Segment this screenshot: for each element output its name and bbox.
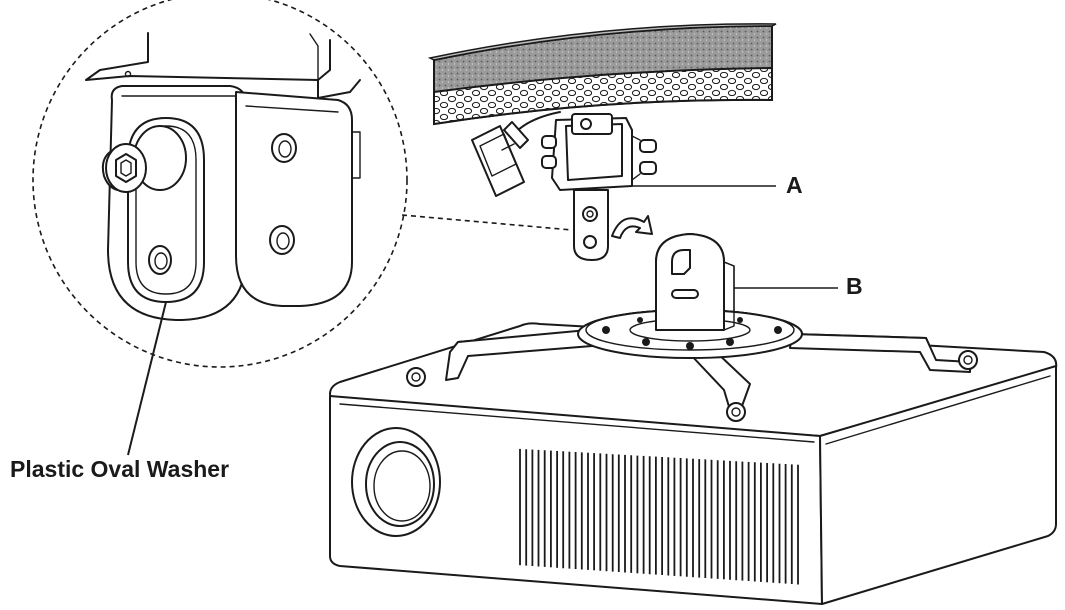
label-plastic-oval-washer: Plastic Oval Washer [10, 456, 229, 482]
detail-bracket-plate [101, 85, 247, 321]
label-a: A [786, 172, 803, 198]
ceiling-bracket-a [471, 111, 657, 261]
zoom-detail [32, 0, 573, 456]
hex-bolt [101, 125, 187, 193]
detail-top-bracket [85, 32, 361, 99]
zoom-circle [32, 0, 408, 368]
detail-rear-plate [235, 91, 361, 307]
label-b: B [846, 273, 863, 299]
zoom-connector [401, 214, 573, 231]
washer-leader [127, 301, 167, 456]
projector [329, 233, 1058, 605]
projector-lens [351, 427, 441, 537]
projector-vent [519, 448, 799, 585]
ceiling-slab [427, 23, 777, 126]
